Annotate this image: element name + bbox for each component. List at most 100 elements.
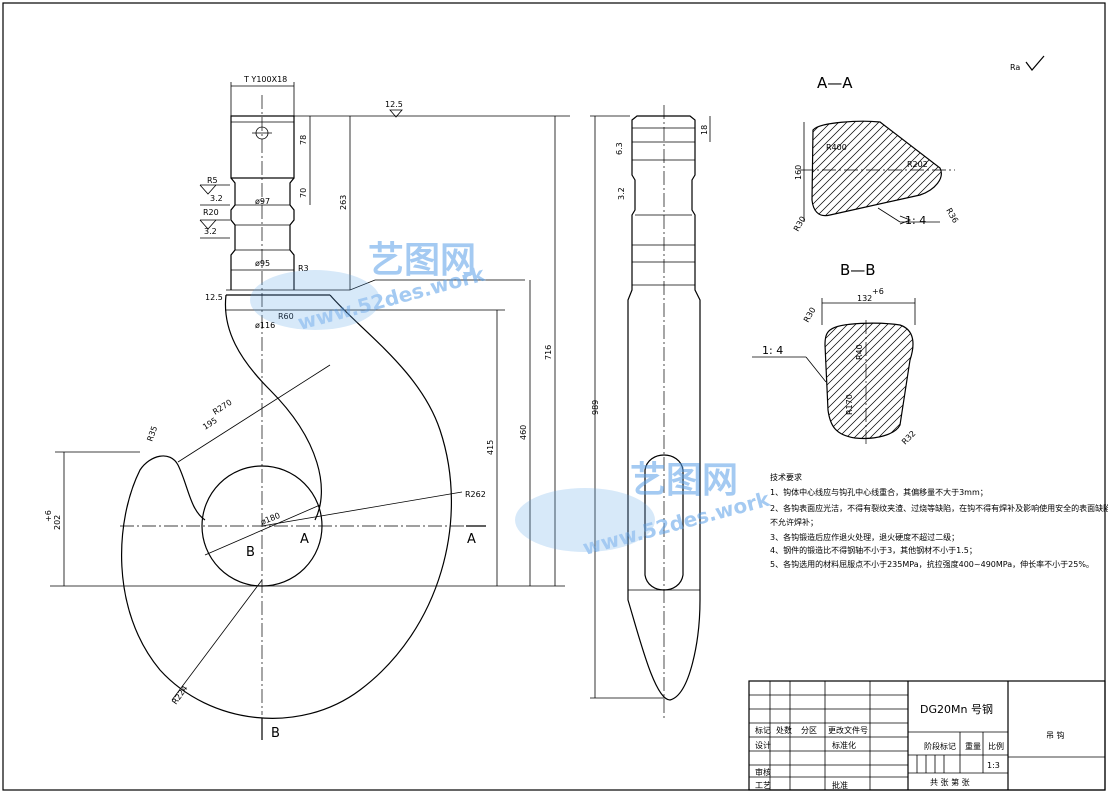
svg-text:设计: 设计	[755, 740, 771, 750]
hatch-line	[952, 115, 1062, 225]
svg-text:160: 160	[794, 165, 803, 180]
hatch-line	[825, 323, 890, 439]
svg-text:12.5: 12.5	[385, 100, 403, 109]
hatch-line	[919, 315, 1049, 445]
hatch-line	[927, 315, 1057, 445]
hatch-line	[878, 323, 913, 439]
svg-text:415: 415	[486, 440, 495, 455]
hatch-line	[825, 323, 826, 439]
svg-text:6.3: 6.3	[615, 142, 624, 155]
svg-text:R30: R30	[792, 215, 808, 233]
hatch-line	[1048, 115, 1108, 225]
hatch-line	[825, 323, 834, 439]
svg-text:70: 70	[299, 188, 308, 198]
svg-text:R30: R30	[802, 306, 818, 324]
hatch-line	[870, 323, 913, 439]
svg-text:5、各钩选用的材料屈服点不小于235MPa，抗拉强度400~: 5、各钩选用的材料屈服点不小于235MPa，抗拉强度400~490MPa，伸长率…	[770, 559, 1094, 569]
svg-text:18: 18	[700, 125, 709, 135]
svg-text:R32: R32	[900, 429, 918, 447]
svg-text:比例: 比例	[988, 741, 1004, 751]
svg-text:批准: 批准	[832, 780, 848, 790]
hatch-line	[624, 115, 734, 225]
hatch-line	[1056, 115, 1108, 225]
hatch-line	[825, 323, 913, 439]
hatch-line	[600, 115, 710, 225]
hatch-line	[632, 115, 742, 225]
hatch-line	[1055, 315, 1108, 445]
hatch-line	[894, 323, 913, 439]
hatch-line	[1071, 315, 1108, 445]
hatch-line	[1015, 315, 1108, 445]
hatch-line	[862, 323, 913, 439]
hatch-line	[975, 315, 1105, 445]
svg-text:艺图网: 艺图网	[368, 240, 476, 281]
hatch-line	[812, 121, 863, 216]
svg-text:263: 263	[339, 195, 348, 210]
svg-text:标记: 标记	[755, 725, 771, 735]
section-aa: A—A 160 R400 R202 R36 R30 1: 4	[600, 74, 1108, 233]
part-name: 吊 钩	[1046, 730, 1065, 740]
hatch-line	[846, 323, 913, 439]
svg-text:更改文件号: 更改文件号	[828, 725, 868, 735]
svg-text:R262: R262	[465, 490, 486, 499]
svg-text:R40: R40	[855, 344, 864, 360]
hatch-line	[812, 121, 839, 216]
hatch-line	[902, 323, 913, 439]
hatch-line	[1096, 115, 1108, 225]
svg-text:1: 4: 1: 4	[762, 344, 783, 357]
svg-text:ø97: ø97	[255, 197, 270, 206]
hatch-line	[825, 323, 898, 439]
hatch-line	[1063, 315, 1108, 445]
hatch-line	[1032, 115, 1108, 225]
svg-text:ø116: ø116	[255, 321, 275, 330]
hatch-line	[935, 315, 1065, 445]
roughness-symbol-top: Ra	[1010, 55, 1045, 72]
hatch-line	[838, 323, 913, 439]
hatch-line	[1016, 115, 1108, 225]
hatch-line	[825, 323, 906, 439]
svg-text:R3: R3	[298, 264, 309, 273]
hatch-line	[812, 121, 855, 216]
svg-text:3.2: 3.2	[617, 187, 626, 200]
section-label-b1: B	[246, 545, 255, 560]
svg-text:共 张 第 张: 共 张 第 张	[930, 777, 970, 787]
hatch-line	[655, 315, 785, 445]
svg-text:R400: R400	[826, 143, 847, 152]
hatch-line	[825, 323, 874, 439]
hatch-line	[1007, 315, 1108, 445]
watermark-2: 艺图网 www.52des.work	[515, 460, 773, 560]
hatch-line	[672, 115, 782, 225]
hatch-line	[1023, 315, 1108, 445]
hatch-line	[812, 121, 871, 216]
section-label-a2: A	[467, 532, 476, 547]
hatch-line	[639, 315, 769, 445]
material-label: DG20Mn 号钢	[920, 703, 993, 716]
hatch-line	[943, 315, 1073, 445]
hatch-line	[1024, 115, 1108, 225]
svg-text:+6: +6	[44, 510, 53, 522]
hatch-line	[967, 315, 1097, 445]
hatch-line	[1072, 115, 1108, 225]
svg-text:R20: R20	[203, 208, 219, 217]
hatch-line	[631, 315, 761, 445]
hatch-line	[623, 315, 753, 445]
svg-text:审核: 审核	[755, 767, 771, 777]
hatch-line	[615, 315, 745, 445]
hook-front-view: T Y100X18 78 70 263 716 460 415 202 +6 1…	[44, 75, 570, 741]
hatch-line	[663, 315, 793, 445]
svg-text:R170: R170	[845, 394, 854, 415]
hatch-line	[825, 323, 850, 439]
svg-text:989: 989	[591, 400, 600, 415]
hatch-line	[825, 323, 913, 439]
svg-text:R202: R202	[907, 160, 928, 169]
hatch-line	[680, 115, 790, 225]
hatch-line	[984, 115, 1094, 225]
hatch-line	[991, 315, 1108, 445]
svg-text:艺图网: 艺图网	[630, 460, 738, 501]
hatch-line	[647, 315, 777, 445]
watermark-1: 艺图网 www.52des.work	[250, 240, 488, 335]
hatch-line	[825, 323, 913, 439]
svg-text:分区: 分区	[801, 726, 817, 735]
